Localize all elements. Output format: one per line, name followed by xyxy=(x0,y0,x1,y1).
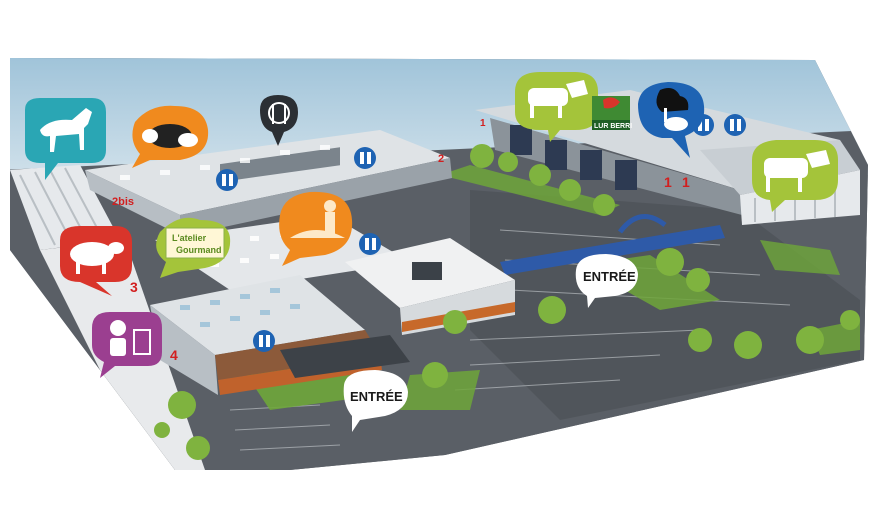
toilet-icon[interactable] xyxy=(359,233,381,255)
toilet-icon[interactable] xyxy=(253,330,275,352)
sheep-icon xyxy=(70,242,124,274)
hall-number-2: 2 xyxy=(438,153,444,165)
hall-number-1a: 1 xyxy=(664,174,672,190)
atelier-logo-line2: Gourmand xyxy=(176,245,222,255)
sheep-bubble[interactable] xyxy=(60,226,132,296)
cow-icon xyxy=(528,80,588,118)
entrance-badge-main[interactable]: ENTRÉE xyxy=(343,370,408,432)
grass-strip xyxy=(440,165,620,215)
cow-icon xyxy=(764,150,830,192)
hall-number-1: 1 xyxy=(480,118,486,129)
restaurant-bubble[interactable] xyxy=(260,95,298,146)
hen-rabbit-bubble[interactable] xyxy=(638,82,705,158)
toilet-icon[interactable] xyxy=(724,114,746,136)
pig-icon xyxy=(142,124,198,148)
hen-rabbit-icon xyxy=(656,88,689,131)
pig-bubble[interactable] xyxy=(132,105,209,168)
baby-icon xyxy=(110,320,151,356)
cow-bubble-right[interactable] xyxy=(752,140,838,212)
farmer-icon xyxy=(290,200,345,238)
trees xyxy=(154,144,860,460)
restaurant-icon xyxy=(268,102,290,124)
atelier-gourmand-logo[interactable]: L'atelier Gourmand xyxy=(156,217,231,278)
covered-walkway xyxy=(500,225,725,275)
horse-icon xyxy=(40,108,92,152)
hall-number-4: 4 xyxy=(170,347,178,363)
lur-berri-logo[interactable]: LUR BERRI xyxy=(592,96,632,130)
cow-bubble-top[interactable] xyxy=(515,72,598,142)
farmer-bubble[interactable] xyxy=(279,191,353,266)
hall-4 xyxy=(150,275,365,355)
entrance-label-side: ENTRÉE xyxy=(583,269,636,284)
hall-number-3: 3 xyxy=(130,279,138,295)
hall-number-2bis: 2bis xyxy=(112,196,134,208)
entrance-badge-side[interactable]: ENTRÉE xyxy=(575,254,638,308)
toilet-icon[interactable] xyxy=(354,147,376,169)
hall-number-1b: 1 xyxy=(682,174,690,190)
entrance-canopy xyxy=(280,335,410,378)
entrance-label-main: ENTRÉE xyxy=(350,389,403,404)
baby-bubble[interactable] xyxy=(92,312,162,378)
horse-bubble[interactable] xyxy=(25,98,106,180)
atelier-logo-line1: L'atelier xyxy=(172,233,207,243)
lur-berri-text: LUR BERRI xyxy=(594,123,632,130)
toilet-icon[interactable] xyxy=(216,169,238,191)
